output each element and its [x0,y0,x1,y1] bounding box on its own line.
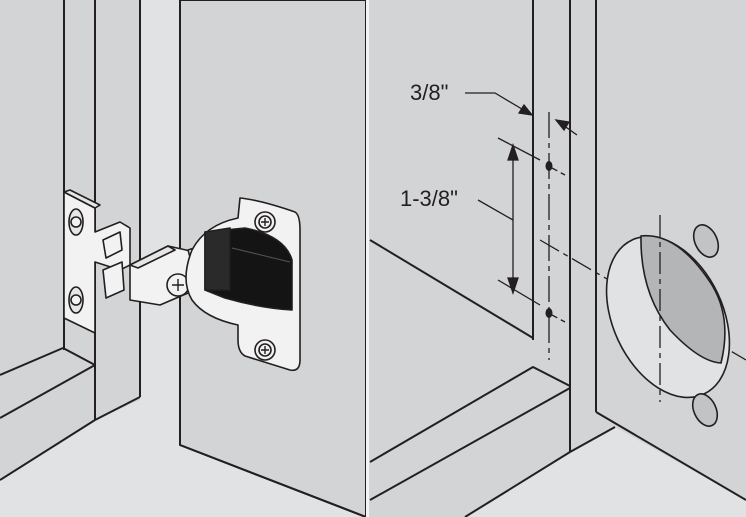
door-screw-hole-top-icon [692,224,720,258]
hinge-body [185,197,301,372]
dimension-setback [465,92,578,136]
door-screw-hole-bottom-icon [691,393,719,427]
dimension-label-setback: 3/8" [410,80,448,105]
mounting-plate [63,189,131,334]
dimension-label-hole-spacing: 1-3/8" [400,186,458,211]
dimension-hole-spacing [477,142,519,296]
pilot-hole-bottom-icon [545,308,553,318]
cup-bore [605,215,731,427]
panel-divider [366,0,369,517]
pilot-hole-top-icon [545,161,553,171]
